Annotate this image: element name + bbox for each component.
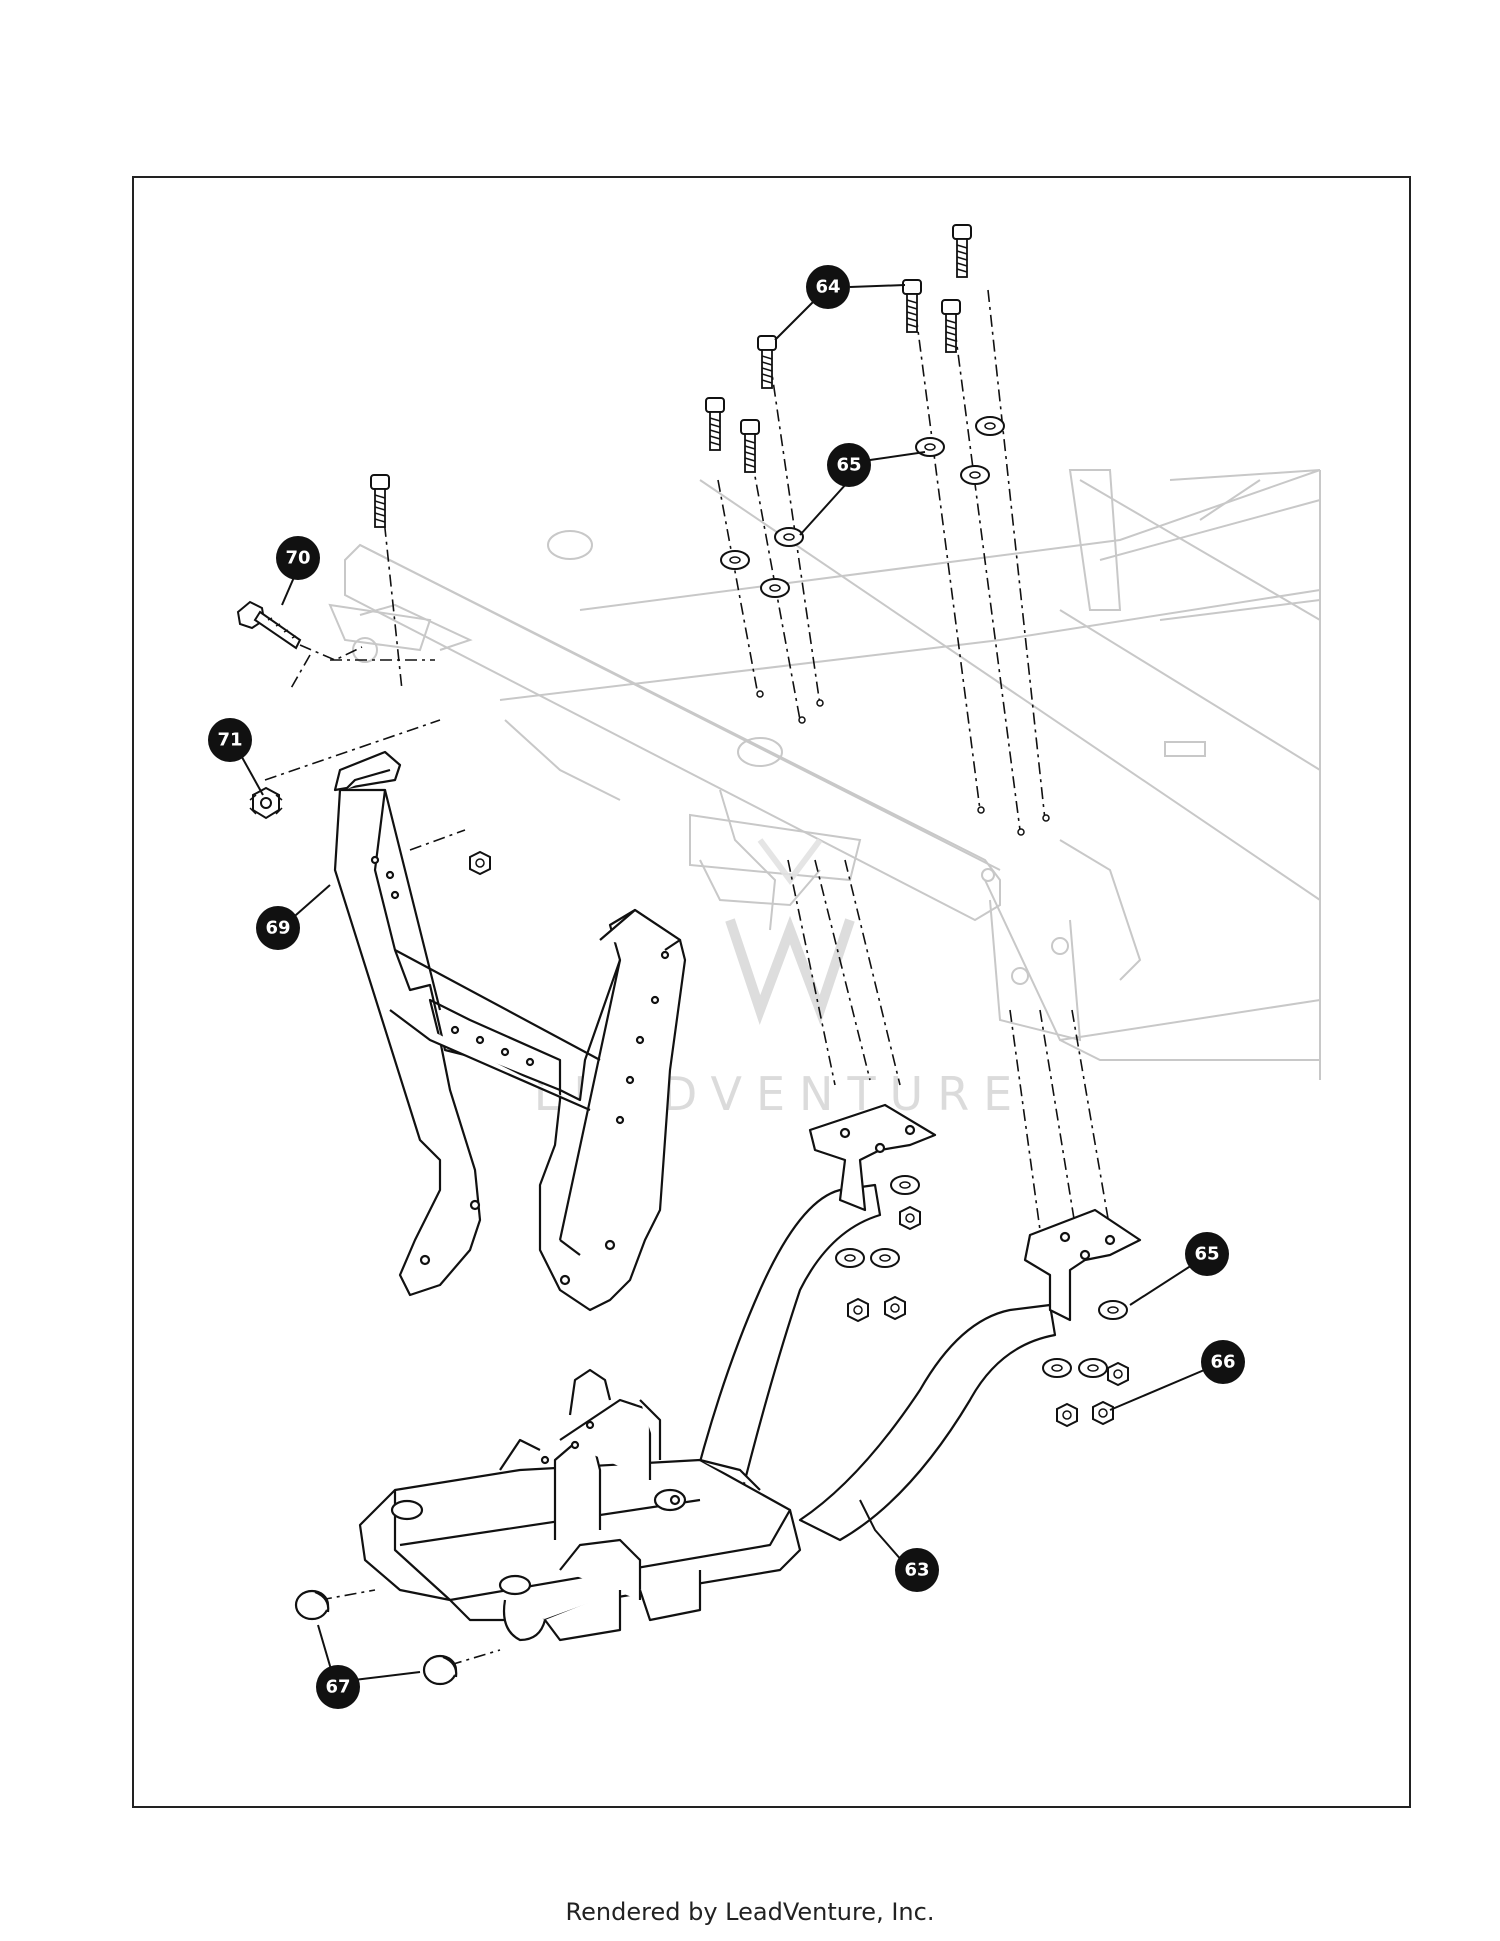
- callout-65-right-label: 65: [1194, 1244, 1219, 1265]
- callout-63-label: 63: [904, 1560, 929, 1581]
- callout-67-label: 67: [325, 1677, 350, 1698]
- callout-69: 69: [256, 906, 300, 950]
- tractor-frame-ghost: [328, 469, 1321, 1080]
- footer-credit: Rendered by LeadVenture, Inc.: [565, 1898, 935, 1926]
- callout-65-right: 65: [1185, 1232, 1229, 1276]
- callout-65-top: 65: [827, 443, 871, 487]
- callout-69-label: 69: [265, 918, 290, 939]
- flange-nut-71: [249, 786, 283, 820]
- diagram-frame: [132, 176, 1411, 1808]
- callout-63: 63: [895, 1548, 939, 1592]
- mounting-holes: [756, 690, 1050, 836]
- callout-71: 71: [208, 718, 252, 762]
- callout-65-top-label: 65: [836, 455, 861, 476]
- callout-66-label: 66: [1210, 1352, 1235, 1373]
- callout-67: 67: [316, 1665, 360, 1709]
- bolt-70: [236, 600, 302, 650]
- part-69-support-bracket: [333, 750, 687, 1312]
- callout-64: 64: [806, 265, 850, 309]
- callout-66: 66: [1201, 1340, 1245, 1384]
- part-63-axle-support: [358, 1103, 1142, 1642]
- callout-64-label: 64: [815, 277, 840, 298]
- bolts-64: [370, 224, 972, 528]
- part-67-plugs: [294, 1589, 458, 1686]
- callout-70: 70: [276, 536, 320, 580]
- callout-71-label: 71: [217, 730, 242, 751]
- callout-70-label: 70: [285, 548, 310, 569]
